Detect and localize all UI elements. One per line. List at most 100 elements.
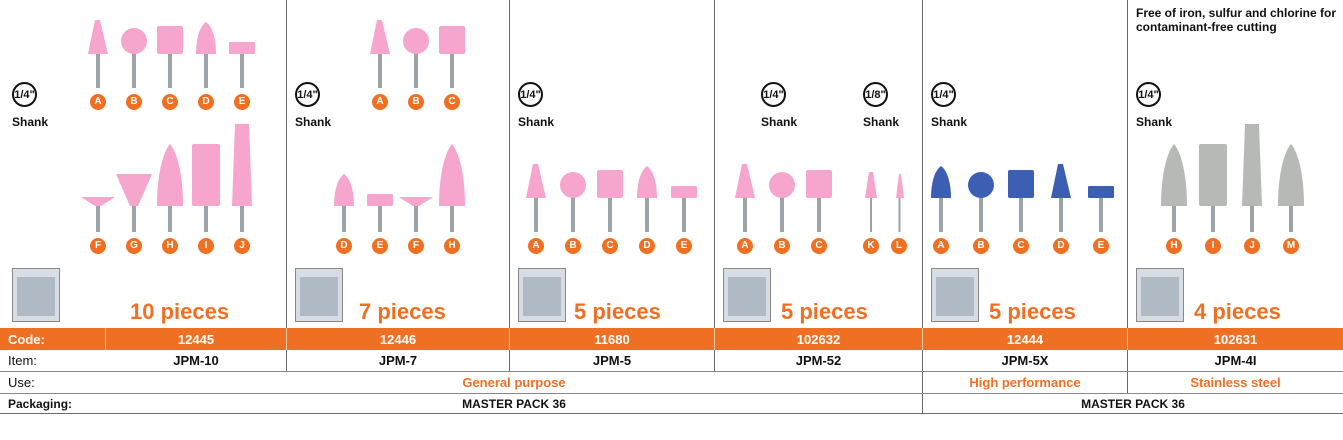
pieces-count: 4 pieces — [1194, 299, 1281, 324]
stone-letter-badge: D — [336, 238, 352, 254]
pieces-count: 5 pieces — [574, 299, 661, 324]
grinding-stone-taper — [1242, 124, 1262, 232]
item-row: Item: JPM-10 JPM-7 JPM-5 JPM-52 JPM-5X J… — [0, 350, 1343, 372]
grinding-stone-cone — [526, 164, 546, 232]
use-general-purpose: General purpose — [106, 372, 923, 393]
stone-letter-badge: H — [1166, 238, 1182, 254]
code-row: Code: 12445 12446 11680 102632 12444 102… — [0, 328, 1343, 350]
grinding-stone-tallbullet — [157, 144, 183, 232]
shank-size-circle: 1/4" — [518, 82, 543, 107]
grinding-stone-disc — [671, 186, 697, 232]
shank-label: 1/4" Shank — [295, 82, 331, 129]
grinding-stone-disc — [1088, 186, 1114, 232]
stone-letter-badge: B — [565, 238, 581, 254]
stone-letter-badge: J — [234, 238, 250, 254]
grinding-stone-bullet — [637, 166, 657, 232]
product-package-image — [518, 268, 566, 322]
code-cell: 12445 — [106, 328, 287, 350]
panel-jpm4i: Free of iron, sulfur and chlorine for co… — [1128, 0, 1343, 328]
product-package-image — [295, 268, 343, 322]
packaging-master-pack-left: MASTER PACK 36 — [106, 394, 923, 413]
shank-label: 1/4" Shank — [12, 82, 48, 129]
stone-letter-badge: B — [408, 94, 424, 110]
stone-letter-badge: C — [602, 238, 618, 254]
grinding-stone-ball — [560, 172, 586, 232]
grinding-stone-cyl — [1008, 170, 1034, 232]
stone-letter-badge: C — [444, 94, 460, 110]
grinding-stone-smallcone — [865, 172, 877, 232]
item-cell: JPM-52 — [715, 350, 923, 371]
shank-size-circle: 1/4" — [1136, 82, 1161, 107]
grinding-stone-tallcyl — [1199, 144, 1227, 232]
grinding-stone-tallbullet — [439, 144, 465, 232]
grinding-stone-cyl — [806, 170, 832, 232]
shank-label-small: 1/8" Shank — [863, 82, 899, 129]
item-cell: JPM-7 — [287, 350, 510, 371]
shank-label: 1/4" Shank — [1136, 82, 1172, 129]
stone-letter-badge: D — [198, 94, 214, 110]
code-cell: 11680 — [510, 328, 715, 350]
shank-label: 1/4" Shank — [761, 82, 797, 129]
code-cell: 12446 — [287, 328, 510, 350]
use-row: Use: General purpose High performance St… — [0, 372, 1343, 394]
code-cell: 12444 — [923, 328, 1128, 350]
grinding-stone-cyl — [157, 26, 183, 88]
grinding-stone-ball — [968, 172, 994, 232]
code-label: Code: — [0, 328, 106, 350]
use-label: Use: — [8, 375, 35, 390]
stone-letter-badge: B — [774, 238, 790, 254]
stone-letter-badge: E — [234, 94, 250, 110]
stone-letter-badge: C — [1013, 238, 1029, 254]
stone-letter-badge: A — [737, 238, 753, 254]
grinding-stone-bullet — [196, 22, 216, 88]
item-cell: JPM-4I — [1214, 353, 1257, 368]
product-package-image — [1136, 268, 1184, 322]
grinding-stone-bullet — [334, 174, 354, 232]
pieces-count: 5 pieces — [781, 299, 868, 324]
product-package-image — [931, 268, 979, 322]
pieces-count: 7 pieces — [359, 299, 446, 324]
stone-letter-badge: D — [1053, 238, 1069, 254]
shank-size-circle: 1/8" — [863, 82, 888, 107]
code-cell: 102631 — [1213, 331, 1258, 347]
grinding-stone-cone — [735, 164, 755, 232]
grinding-stone-cyl — [439, 26, 465, 88]
grinding-stone-cone — [88, 20, 108, 88]
stone-letter-badge: H — [444, 238, 460, 254]
grinding-stone-wheel — [399, 197, 433, 232]
pieces-count: 10 pieces — [130, 299, 230, 324]
stone-letter-badge: M — [1283, 238, 1299, 254]
pieces-count: 5 pieces — [989, 299, 1076, 324]
grinding-stone-smallneedle — [895, 174, 904, 232]
use-stainless-steel: Stainless steel — [1190, 375, 1281, 390]
grinding-stone-taper — [232, 124, 252, 232]
grinding-stone-tallbullet — [1161, 144, 1187, 232]
stone-letter-badge: E — [1093, 238, 1109, 254]
stone-letter-badge: K — [863, 238, 879, 254]
stone-letter-badge: E — [676, 238, 692, 254]
grinding-stone-bullet — [931, 166, 951, 232]
shank-size-circle: 1/4" — [761, 82, 786, 107]
shank-label: 1/4" Shank — [931, 82, 967, 129]
stone-letter-badge: E — [372, 238, 388, 254]
packaging-master-pack-right: MASTER PACK 36 — [1081, 396, 1185, 411]
product-package-image — [12, 268, 60, 322]
stone-letter-badge: H — [162, 238, 178, 254]
shank-size-circle: 1/4" — [931, 82, 956, 107]
stone-letter-badge: F — [408, 238, 424, 254]
item-cell: JPM-10 — [106, 350, 287, 371]
grinding-stone-disc — [229, 42, 255, 88]
item-cell: JPM-5 — [510, 350, 715, 371]
grinding-stone-cone — [370, 20, 390, 88]
grinding-stone-wheel — [81, 197, 115, 232]
stone-letter-badge: B — [973, 238, 989, 254]
stone-letter-badge: C — [811, 238, 827, 254]
stone-letter-badge: J — [1244, 238, 1260, 254]
code-cell: 102632 — [715, 328, 923, 350]
stone-letter-badge: C — [162, 94, 178, 110]
stone-letter-badge: G — [126, 238, 142, 254]
